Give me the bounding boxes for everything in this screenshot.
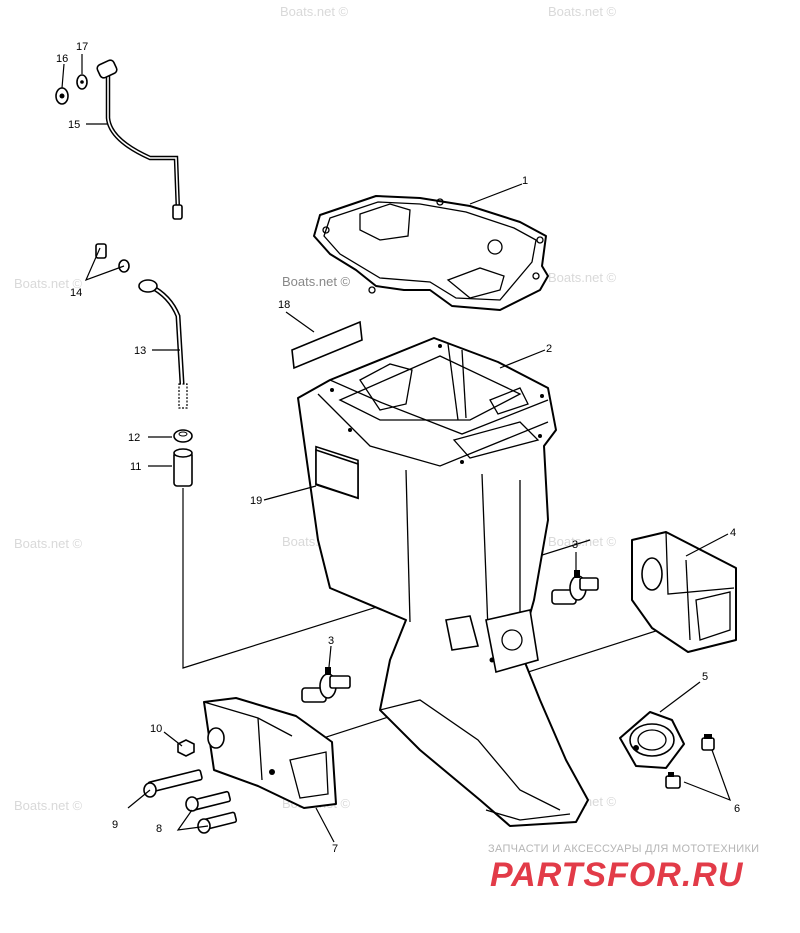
callout-3-upper: 3 bbox=[572, 539, 578, 551]
part-8-bolts bbox=[185, 790, 238, 834]
callout-19: 19 bbox=[250, 495, 262, 507]
watermark: Boats.net © bbox=[548, 4, 617, 19]
callout-18: 18 bbox=[278, 299, 290, 311]
part-16-nut bbox=[55, 87, 69, 105]
part-15-shift-rod bbox=[96, 59, 183, 220]
watermark: Boats.net © bbox=[548, 270, 617, 285]
part-11-bushing bbox=[173, 448, 193, 487]
watermark: Boats.net © bbox=[14, 798, 83, 813]
brand-tagline: ЗАПЧАСТИ И АКСЕССУАРЫ ДЛЯ МОТОТЕХНИКИ bbox=[488, 843, 759, 855]
part-5-cover bbox=[619, 711, 685, 769]
callout-7: 7 bbox=[332, 843, 338, 855]
watermark: Boats.net © bbox=[14, 536, 83, 551]
callout-8: 8 bbox=[156, 823, 162, 835]
callout-13: 13 bbox=[134, 345, 146, 357]
part-1-gasket bbox=[313, 195, 549, 311]
brand-block: ЗАПЧАСТИ И АКСЕССУАРЫ ДЛЯ МОТОТЕХНИКИ PA… bbox=[488, 843, 759, 894]
callout-11: 11 bbox=[130, 461, 141, 473]
brand-logo: PARTSFOR.RU bbox=[490, 856, 744, 894]
part-17-washer bbox=[76, 74, 88, 90]
callout-1: 1 bbox=[522, 175, 528, 187]
watermark: Boats.net © bbox=[548, 534, 617, 549]
part-2-driveshaft-housing bbox=[297, 337, 589, 827]
part-7-mount-bracket bbox=[203, 697, 337, 809]
callouts: 1 2 3 3 4 5 6 7 8 9 10 11 12 13 14 15 16… bbox=[56, 41, 740, 855]
part-9-bolt bbox=[143, 769, 203, 798]
leader-lines bbox=[61, 54, 732, 843]
watermark: Boats.net © bbox=[280, 4, 349, 19]
callout-12: 12 bbox=[128, 432, 140, 444]
watermark: Boats.net © bbox=[282, 274, 351, 289]
part-6-screws bbox=[665, 734, 715, 789]
callout-17: 17 bbox=[76, 41, 88, 53]
callout-6: 6 bbox=[734, 803, 740, 815]
part-19-decal bbox=[315, 448, 359, 500]
part-3-mount-upper bbox=[551, 570, 599, 605]
callout-5: 5 bbox=[702, 671, 708, 683]
part-12-nut bbox=[173, 429, 193, 443]
callout-10: 10 bbox=[150, 723, 162, 735]
callout-2: 2 bbox=[546, 343, 552, 355]
part-18-decal bbox=[291, 320, 363, 370]
callout-9: 9 bbox=[112, 819, 118, 831]
callout-14: 14 bbox=[70, 287, 82, 299]
part-4-mount-bracket bbox=[631, 531, 737, 653]
part-10-nut bbox=[177, 739, 195, 757]
callout-16: 16 bbox=[56, 53, 68, 65]
part-3-mount-lower bbox=[301, 667, 351, 703]
watermark: Boats.net © bbox=[14, 276, 83, 291]
watermarks: Boats.net © Boats.net © Boats.net © Boat… bbox=[14, 4, 617, 813]
callout-4: 4 bbox=[730, 527, 736, 539]
part-14-pin bbox=[95, 243, 130, 273]
part-13-rod bbox=[138, 279, 188, 409]
callout-3-lower: 3 bbox=[328, 635, 334, 647]
callout-15: 15 bbox=[68, 119, 80, 131]
